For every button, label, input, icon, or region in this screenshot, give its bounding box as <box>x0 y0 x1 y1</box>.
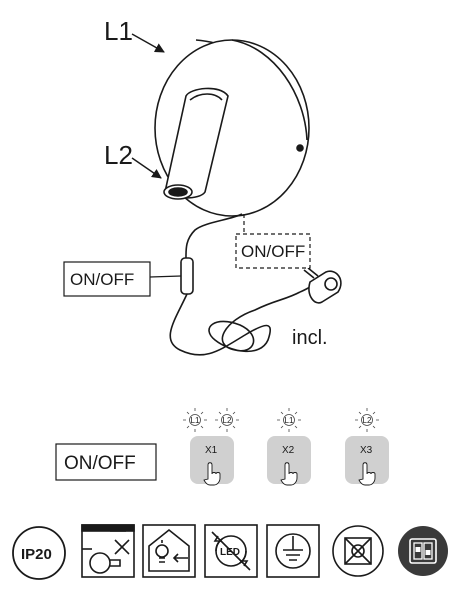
cord-switch-label: ON/OFF <box>70 270 134 289</box>
indoor-use-only-icon <box>142 524 196 578</box>
touch-mode-x2: L1 X2 <box>267 408 311 486</box>
wall-lamp-drawing <box>154 39 342 356</box>
lamp-indicator-l2 <box>215 408 239 432</box>
wall-switch-label: ON/OFF <box>241 242 305 261</box>
touch-button-x3 <box>345 436 389 484</box>
touch-button-x2 <box>267 436 311 484</box>
mode-x1-lamp-1: L1 <box>191 416 200 425</box>
mode-x2-lamp-1: L1 <box>285 416 294 425</box>
svg-text:LED: LED <box>220 547 240 558</box>
touch-mode-x1: L1 L2 X1 <box>183 408 239 486</box>
not-dimmable-icon <box>332 525 384 577</box>
touch-mode-x3: L2 X3 <box>345 408 389 486</box>
legend-switch-box: ON/OFF <box>55 443 157 481</box>
switch-icon <box>398 526 448 576</box>
no-incandescent-bulb-icon <box>81 524 135 578</box>
lamp-indicator-l2 <box>355 408 379 432</box>
wall-switch-callout: ON/OFF <box>235 214 311 269</box>
protection-class-icon <box>266 524 320 578</box>
lamp-indicator-l1 <box>277 408 301 432</box>
cord-switch-body <box>180 257 194 295</box>
mounting-screw <box>296 144 304 152</box>
cord-switch-callout: ON/OFF <box>63 261 182 297</box>
ip-rating-icon: IP20 <box>12 526 66 580</box>
touch-button-x3-label: X3 <box>360 445 373 456</box>
euro-plug <box>299 267 342 304</box>
callout-l2: L2 <box>104 140 133 170</box>
hand-pointer-icon <box>280 462 298 486</box>
touch-button-x1 <box>190 436 234 484</box>
led-not-replaceable-icon: LED <box>204 524 258 578</box>
hand-pointer-icon <box>203 462 221 486</box>
lamp-indicator-l1 <box>183 408 207 432</box>
reading-arm-l2 <box>163 87 229 200</box>
callout-l1: L1 <box>104 16 133 46</box>
legend-switch-label: ON/OFF <box>64 453 136 474</box>
mode-x1-lamp-2: L2 <box>223 416 232 425</box>
l2-arrow <box>131 157 162 179</box>
mode-x3-lamp-1: L2 <box>363 416 372 425</box>
cable-coil <box>169 291 301 356</box>
l1-arrow <box>131 33 165 53</box>
plug-note: incl. <box>292 327 328 349</box>
touch-button-x2-label: X2 <box>282 445 295 456</box>
ip-rating-text: IP20 <box>21 546 52 563</box>
touch-button-x1-label: X1 <box>205 445 218 456</box>
hand-pointer-icon <box>358 462 376 486</box>
lamp-cable <box>185 213 243 261</box>
